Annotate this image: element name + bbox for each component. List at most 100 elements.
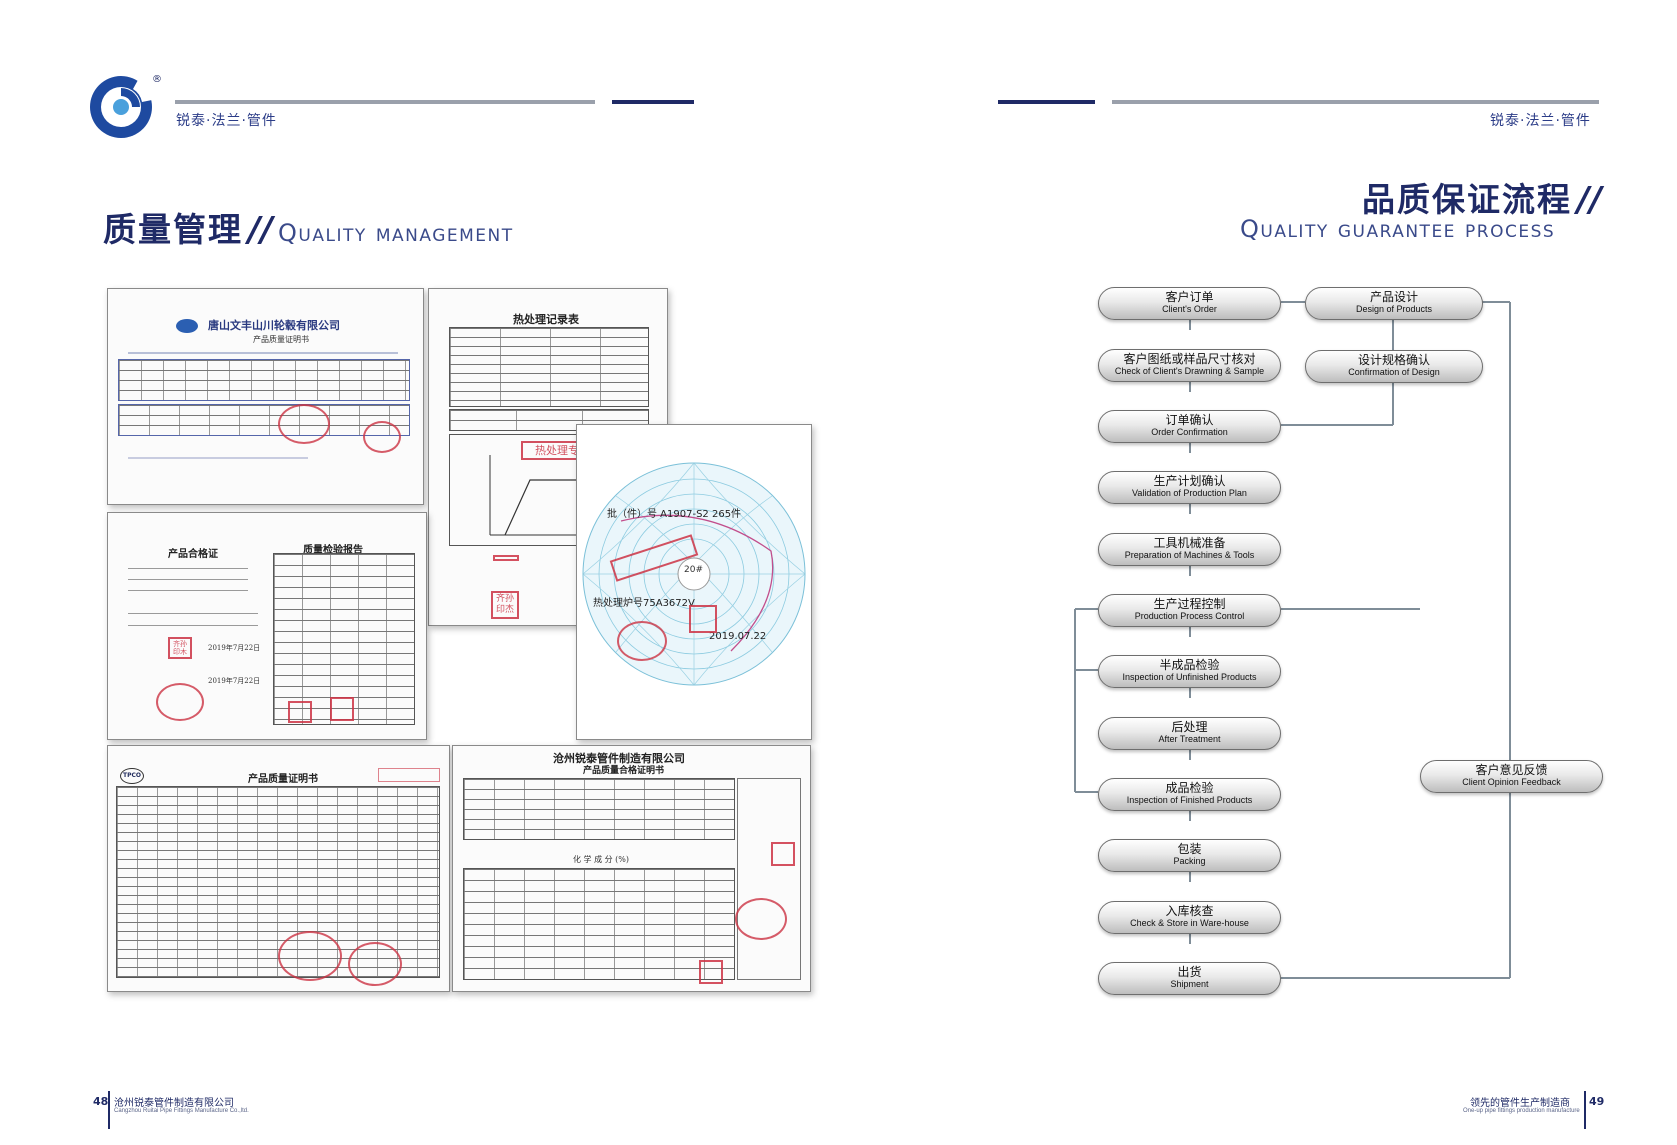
footer-slogan-cn: 领先的管件生产制造商 — [1470, 1098, 1570, 1109]
flow-step-cn: 入库核查 — [1165, 904, 1214, 918]
doc4-report-seal-1 — [288, 701, 312, 723]
doc5-tpco-logo: TPCO — [120, 768, 144, 784]
page-number-right: 49 — [1589, 1095, 1605, 1108]
flow-step-en: Production Process Control — [1134, 611, 1245, 621]
flow-step-en: Design of Products — [1355, 304, 1433, 314]
flow-step-cn: 工具机械准备 — [1153, 536, 1226, 550]
flow-step-en: Client Opinion Feedback — [1462, 777, 1561, 787]
doc4-line-1 — [128, 568, 248, 569]
page-number-left: 48 — [93, 1095, 109, 1108]
brand-right: 锐泰·法兰·管件 — [1490, 113, 1591, 129]
doc1-line — [128, 352, 398, 354]
registered-mark: ® — [152, 74, 162, 85]
right-title-en: Quality guarantee process — [1240, 215, 1556, 243]
doc6-side-column — [737, 778, 801, 980]
doc4-date-2: 2019年7月22日 — [208, 677, 261, 685]
doc5-seal-2 — [348, 942, 402, 986]
doc4-report-title: 质量检验报告 — [303, 545, 363, 556]
footer-company-en: Cangzhou Ruitai Pipe Fittings Manufactur… — [114, 1108, 249, 1114]
doc6-table-bottom — [463, 868, 735, 980]
doc2-seal-2: 齐孙印杰 — [491, 591, 519, 619]
doc4-line-5 — [128, 625, 258, 626]
doc3-center-label: 20# — [684, 565, 703, 575]
flow-step-order-confirmation: 订单确认 Order Confirmation — [1098, 410, 1281, 443]
flow-step-client-feedback: 客户意见反馈 Client Opinion Feedback — [1420, 760, 1603, 793]
doc1-logo-icon — [176, 319, 198, 333]
flow-step-en: Client's Order — [1162, 304, 1217, 314]
flow-step-check-drawing: 客户图纸或样品尺寸核对 Check of Client's Drawning &… — [1098, 349, 1281, 382]
header-rule-left — [175, 100, 595, 104]
flow-step-client-order: 客户订单 Client's Order — [1098, 287, 1281, 320]
flow-step-after-treatment: 后处理 After Treatment — [1098, 717, 1281, 750]
brand-left: 锐泰·法兰·管件 — [176, 113, 277, 129]
footer-bar-right — [1584, 1091, 1586, 1129]
flow-step-en: Check of Client's Drawning & Sample — [1114, 366, 1265, 376]
doc1-company: 唐山文丰山川轮毂有限公司 — [208, 319, 340, 332]
flow-step-cn: 包装 — [1177, 842, 1202, 856]
flow-step-cn: 出货 — [1177, 965, 1202, 979]
flow-step-cn: 客户订单 — [1165, 290, 1214, 304]
doc-product-certificate: 产品合格证 2019年7月22日 2019年7月22日 齐孙印木 质量检验报告 — [107, 512, 427, 740]
flow-step-en: Packing — [1173, 856, 1206, 866]
flow-step-en: Order Confirmation — [1151, 427, 1228, 437]
doc4-seal: 齐孙印木 — [168, 637, 192, 659]
flow-step-en: Validation of Production Plan — [1132, 488, 1247, 498]
flow-step-en: After Treatment — [1158, 734, 1221, 744]
doc1-red-seal-2 — [363, 421, 401, 453]
left-title-slash: // — [248, 210, 273, 250]
doc2-seal — [493, 555, 519, 561]
doc4-date-1: 2019年7月22日 — [208, 644, 261, 652]
footer-bar-left — [108, 1091, 110, 1129]
company-logo — [86, 72, 156, 142]
flow-step-en: Confirmation of Design — [1348, 367, 1440, 377]
flow-step-product-design: 产品设计 Design of Products — [1305, 287, 1483, 320]
flow-step-cn: 客户意见反馈 — [1475, 763, 1548, 777]
doc3-seal-bottom — [617, 621, 667, 661]
flow-step-cn: 订单确认 — [1165, 413, 1214, 427]
flow-step-production-plan: 生产计划确认 Validation of Production Plan — [1098, 471, 1281, 504]
flow-step-en: Shipment — [1170, 979, 1209, 989]
doc6-title: 产品质量合格证明书 — [583, 766, 665, 776]
doc6-seal-bottom — [699, 960, 723, 984]
doc4-line-2 — [128, 579, 248, 580]
flow-step-design-confirmation: 设计规格确认 Confirmation of Design — [1305, 350, 1483, 383]
doc-ruitai-certificate: 沧州锐泰管件制造有限公司 产品质量合格证明书 化 学 成 分 (%) — [452, 745, 811, 992]
flow-step-cn: 生产过程控制 — [1153, 597, 1226, 611]
doc1-subtitle: 产品质量证明书 — [253, 335, 309, 344]
right-title-slash: // — [1577, 180, 1602, 220]
doc-temperature-chart: 20# 批（件）号 A1907-S2 265件 热处理炉号75A3672V 20… — [576, 424, 812, 740]
doc2-table — [449, 327, 649, 407]
doc3-furnace: 热处理炉号75A3672V — [593, 598, 695, 609]
doc1-table-bottom — [118, 404, 410, 436]
flow-step-cn: 产品设计 — [1369, 290, 1418, 304]
doc-quality-certificate-1: 唐山文丰山川轮毂有限公司 产品质量证明书 — [107, 288, 424, 505]
doc5-serial-stamp — [378, 768, 440, 782]
flow-step-cn: 半成品检验 — [1159, 658, 1220, 672]
right-title-cn: 品质保证流程 — [1362, 180, 1572, 219]
flow-step-process-control: 生产过程控制 Production Process Control — [1098, 594, 1281, 627]
doc3-batch: 批（件）号 A1907-S2 265件 — [607, 509, 742, 520]
doc3-seal-mid — [689, 605, 717, 633]
flow-step-en: Check & Store in Ware-house — [1130, 918, 1249, 928]
header-rule-accent-right — [998, 100, 1095, 104]
flow-step-en: Inspection of Finished Products — [1126, 795, 1253, 805]
doc5-seal-1 — [278, 931, 342, 981]
flow-step-warehouse-check: 入库核查 Check & Store in Ware-house — [1098, 901, 1281, 934]
flow-step-finished-inspection: 成品检验 Inspection of Finished Products — [1098, 778, 1281, 811]
doc4-report-table — [273, 553, 415, 725]
doc1-footer-line — [128, 457, 308, 459]
flow-step-cn: 后处理 — [1171, 720, 1208, 734]
flow-step-cn: 生产计划确认 — [1153, 474, 1226, 488]
doc6-section: 化 学 成 分 (%) — [573, 855, 630, 864]
doc1-red-seal — [278, 404, 330, 444]
flow-step-en: Preparation of Machines & Tools — [1124, 550, 1255, 560]
doc2-title: 热处理记录表 — [513, 313, 579, 326]
doc-tpco-certificate: TPCO 产品质量证明书 — [107, 745, 450, 992]
doc4-line-4 — [128, 613, 258, 614]
flow-step-packing: 包装 Packing — [1098, 839, 1281, 872]
doc4-line-3 — [128, 590, 248, 591]
flow-step-cn: 客户图纸或样品尺寸核对 — [1123, 352, 1256, 366]
left-title-cn: 质量管理 — [103, 210, 243, 249]
right-title-cn-row: 品质保证流程 // — [1362, 173, 1602, 221]
